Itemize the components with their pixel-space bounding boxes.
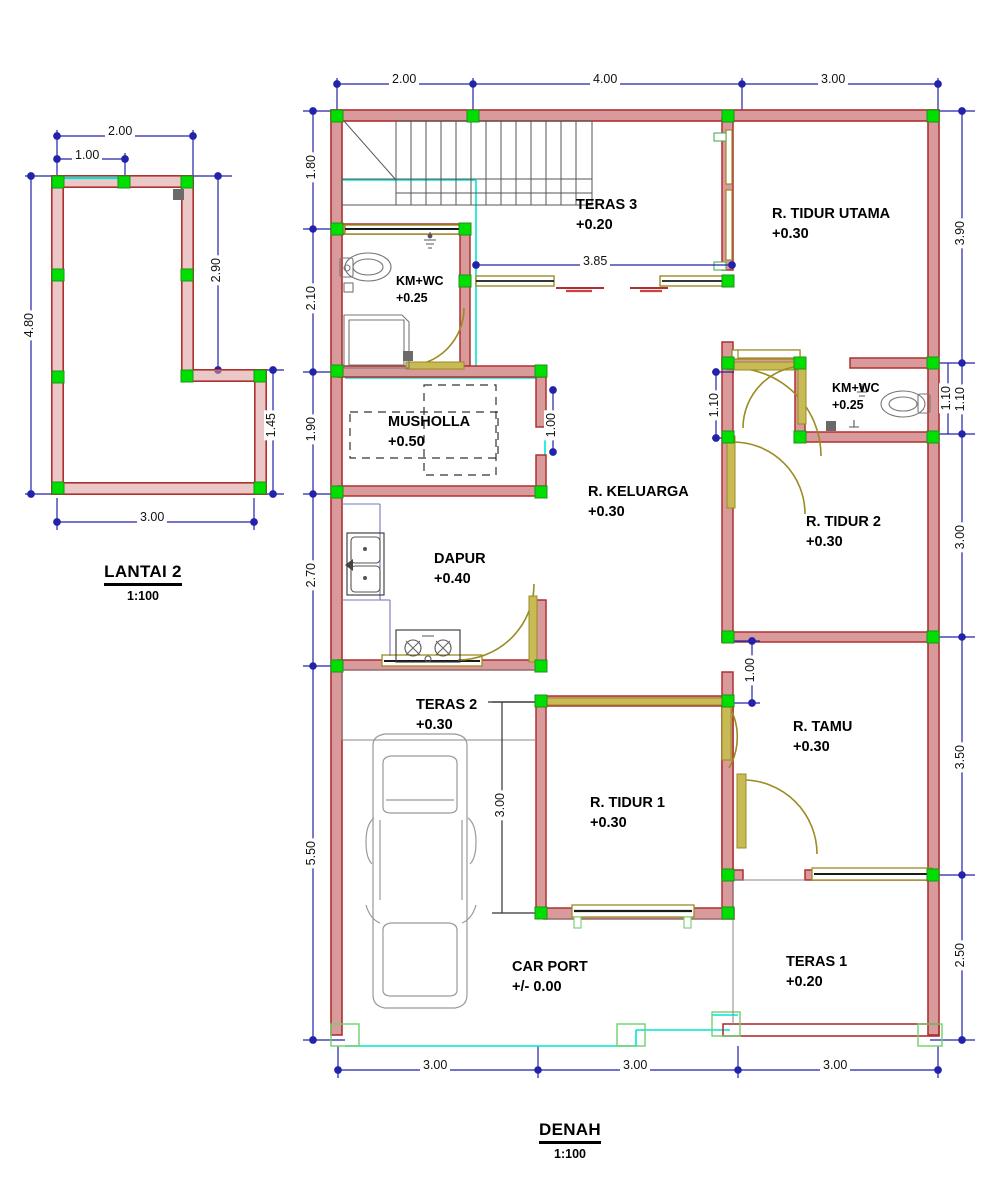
denah-dim-internal-musholla-100: 1.00 (544, 410, 558, 441)
room-label-musholla: MUSHOLLA +0.50 (388, 413, 470, 452)
denah-dim-bottom-1: 3.00 (420, 1058, 451, 1072)
musholla-dashed-area (349, 384, 499, 476)
room-label-r-tamu: R. TAMU +0.30 (793, 718, 852, 757)
denah-dim-top-2: 4.00 (590, 72, 621, 86)
room-level-dapur: +0.40 (434, 570, 471, 587)
room-name-km-wc-2: KM+WC (832, 381, 880, 395)
room-name-dapur: DAPUR (434, 551, 486, 567)
room-level-car-port: +/- 0.00 (512, 978, 562, 995)
room-level-teras-1: +0.20 (786, 973, 823, 990)
denah-dim-left-190: 1.90 (304, 414, 318, 445)
denah-dim-internal-tamu-100: 1.00 (743, 655, 757, 686)
lantai2-dim-left-480: 4.80 (22, 310, 36, 341)
lantai2-dimensions-right (190, 172, 284, 498)
lantai2-title: LANTAI 2 (104, 562, 182, 586)
denah-dim-left-180: 1.80 (304, 152, 318, 183)
room-name-r-tidur-utama: R. TIDUR UTAMA (772, 206, 891, 222)
denah-dim-internal-tidur1-300: 3.00 (493, 790, 507, 821)
room-label-r-tidur-2: R. TIDUR 2 +0.30 (806, 513, 881, 552)
room-name-car-port: CAR PORT (512, 959, 588, 975)
room-label-car-port: CAR PORT +/- 0.00 (512, 958, 588, 997)
denah-dim-right-110: 1.10 (953, 384, 967, 415)
denah-dim-left-210: 2.10 (304, 283, 318, 314)
room-name-teras-2: TERAS 2 (416, 697, 478, 713)
lantai2-dim-right-145: 1.45 (264, 410, 278, 441)
room-level-r-tidur-1: +0.30 (590, 814, 627, 831)
room-level-musholla: +0.50 (388, 433, 425, 450)
sanitary-fixtures (339, 232, 931, 431)
denah-doors (405, 307, 822, 855)
lantai2-dim-bottom-300: 3.00 (137, 510, 168, 524)
denah-dim-bottom-3: 3.00 (820, 1058, 851, 1072)
room-name-km-wc-1: KM+WC (396, 274, 444, 288)
room-name-teras-3: TERAS 3 (576, 197, 638, 213)
room-label-teras-3: TERAS 3 +0.20 (576, 196, 637, 235)
room-level-r-tidur-utama: +0.30 (772, 225, 809, 242)
denah-dim-right-250: 2.50 (953, 940, 967, 971)
denah-dim-right-390: 3.90 (953, 218, 967, 249)
room-label-dapur: DAPUR +0.40 (434, 550, 486, 589)
denah-dim-left-550: 5.50 (304, 838, 318, 869)
lantai2-walls (51, 175, 267, 495)
denah-dim-internal-kmwc2-110: 1.10 (939, 383, 953, 414)
room-label-r-tidur-1: R. TIDUR 1 +0.30 (590, 794, 665, 833)
denah-dim-internal-385: 3.85 (580, 254, 611, 268)
lantai2-scale: 1:100 (127, 589, 159, 603)
room-name-musholla: MUSHOLLA (388, 414, 471, 430)
room-label-teras-2: TERAS 2 +0.30 (416, 696, 477, 735)
room-label-km-wc-1: KM+WC +0.25 (396, 273, 444, 307)
lantai2-dim-top-1: 1.00 (72, 148, 103, 162)
denah-title: DENAH (539, 1120, 601, 1144)
denah-dim-right-300: 3.00 (953, 522, 967, 553)
stairs (341, 120, 593, 206)
room-name-r-tidur-2: R. TIDUR 2 (806, 514, 881, 530)
denah-dim-internal-keluarga-110: 1.10 (707, 390, 721, 421)
denah-dim-top-1: 2.00 (389, 72, 420, 86)
kitchen-fixtures (342, 503, 461, 663)
room-level-teras-2: +0.30 (416, 716, 453, 733)
room-label-teras-1: TERAS 1 +0.20 (786, 953, 847, 992)
room-level-r-tamu: +0.30 (793, 738, 830, 755)
denah-dim-right-350: 3.50 (953, 742, 967, 773)
denah-dim-bottom-2: 3.00 (620, 1058, 651, 1072)
denah-windows (344, 129, 933, 929)
lantai2-plan (25, 130, 284, 530)
denah-title-block: DENAH 1:100 (500, 1120, 640, 1161)
denah-scale: 1:100 (554, 1147, 586, 1161)
room-name-teras-1: TERAS 1 (786, 954, 848, 970)
room-level-teras-3: +0.20 (576, 216, 613, 233)
room-label-km-wc-2: KM+WC +0.25 (832, 380, 880, 414)
lantai2-title-block: LANTAI 2 1:100 (78, 562, 208, 603)
room-name-r-tamu: R. TAMU (793, 719, 853, 735)
lantai2-columns (51, 175, 267, 495)
denah-plan (303, 78, 975, 1078)
room-label-r-tidur-utama: R. TIDUR UTAMA +0.30 (772, 205, 890, 244)
lantai2-dim-right-290: 2.90 (209, 255, 223, 286)
denah-dim-top-3: 3.00 (818, 72, 849, 86)
room-level-r-keluarga: +0.30 (588, 503, 625, 520)
room-label-r-keluarga: R. KELUARGA +0.30 (588, 483, 689, 522)
room-name-r-keluarga: R. KELUARGA (588, 484, 689, 500)
fixture-icon (173, 189, 184, 200)
lantai2-dim-top-2: 2.00 (105, 124, 136, 138)
car-icon (365, 733, 477, 1009)
room-level-km-wc-2: +0.25 (832, 397, 864, 412)
denah-dim-left-270: 2.70 (304, 560, 318, 591)
room-level-km-wc-1: +0.25 (396, 290, 428, 305)
room-name-r-tidur-1: R. TIDUR 1 (590, 795, 665, 811)
room-level-r-tidur-2: +0.30 (806, 533, 843, 550)
